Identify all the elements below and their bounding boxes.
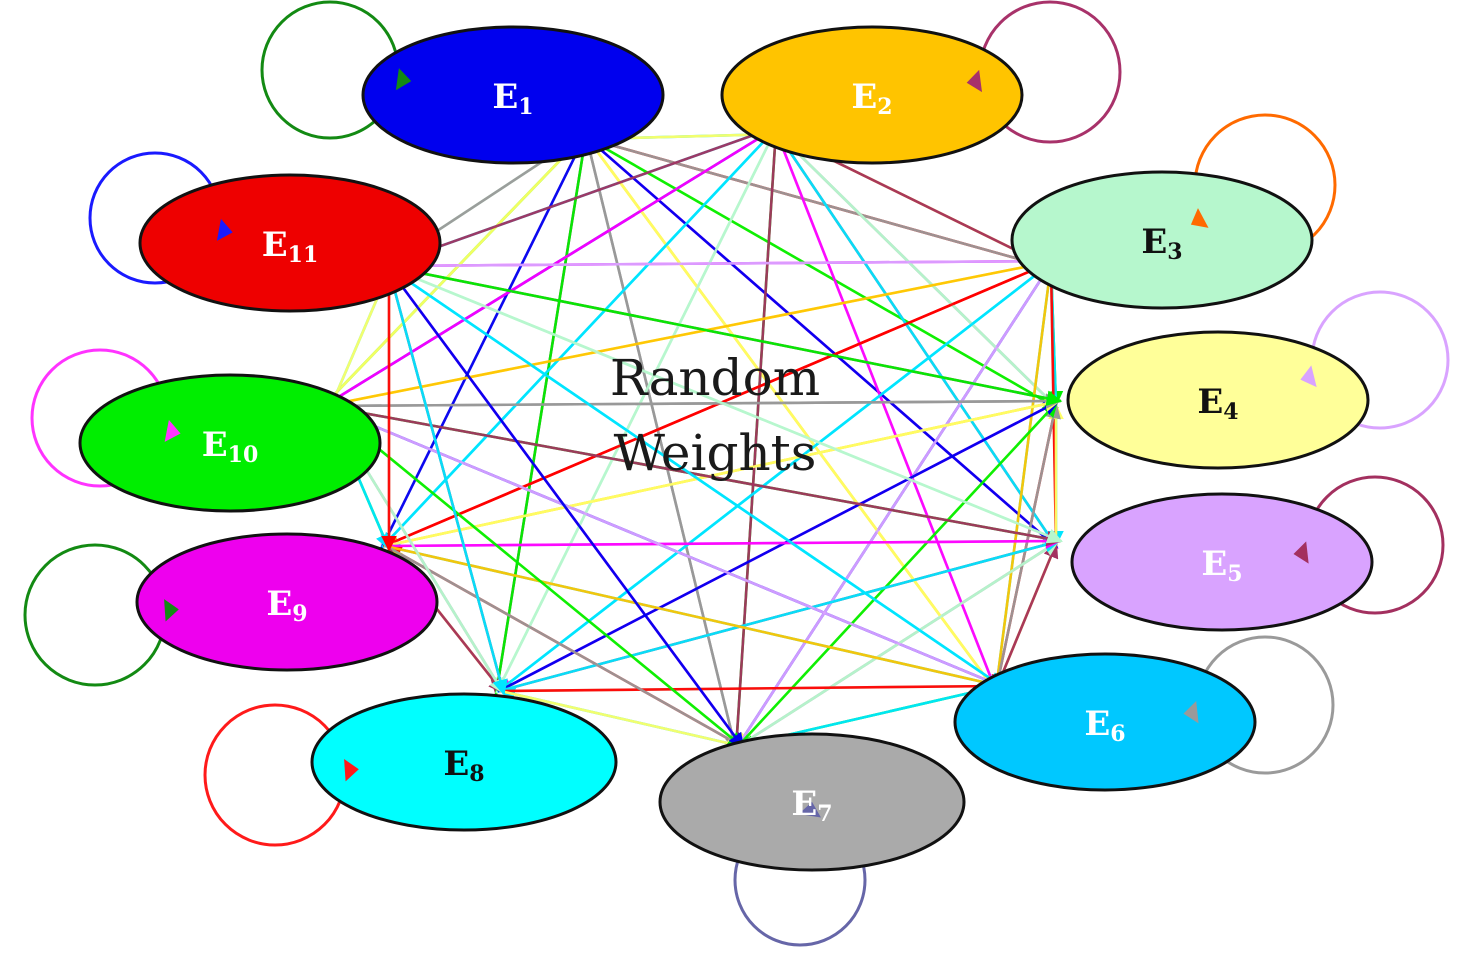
center-label-line2: Weights: [614, 424, 817, 482]
edge-e11-to-e4: [385, 264, 1063, 406]
edge-e10-to-e3: [323, 256, 1056, 408]
node-ellipse-e3: [1010, 170, 1314, 310]
edge-e9-to-e6: [385, 544, 1003, 691]
edge-e7-to-e1: [581, 134, 738, 752]
self-loop-arrowhead-e8: [344, 759, 359, 782]
node-label-e7: E7: [791, 784, 832, 827]
node-ellipse-e1: [361, 25, 665, 165]
self-loop-arrowhead-e9: [164, 599, 179, 622]
node-e10: E10: [78, 373, 382, 513]
edge-e4-to-e1: [586, 137, 1059, 410]
edge-e6-to-e2: [774, 130, 998, 692]
self-loop-arrowhead-e2: [966, 69, 983, 93]
self-loop-arrowhead-e4: [1300, 365, 1317, 388]
node-label-e8: E8: [443, 744, 484, 787]
node-ellipse-e9: [135, 532, 439, 672]
edge-e3-to-e1: [587, 135, 1055, 271]
node-label-e3: E3: [1141, 222, 1182, 265]
edge-e5-to-e2: [775, 130, 1058, 548]
self-loop-arrowhead-e1: [395, 68, 412, 91]
edge-e10-to-e5: [325, 404, 1063, 547]
edge-e7-to-e3: [735, 261, 1053, 749]
node-e6: E6: [953, 652, 1257, 792]
edge-layer: [321, 123, 1064, 753]
self-loop-arrowhead-e11: [216, 218, 233, 241]
self-loop-arrowhead-e5: [1293, 541, 1309, 564]
edge-e8-to-e5: [498, 537, 1061, 693]
center-label-line1: Random: [610, 349, 820, 407]
edge-e11-to-e8: [387, 268, 508, 696]
edge-e9-to-e4: [383, 396, 1061, 548]
edge-e8-to-e3: [496, 260, 1054, 693]
edge-e11-to-e3: [384, 253, 1057, 269]
edge-e8-to-e4: [497, 400, 1060, 693]
edge-e9-to-e5: [384, 533, 1062, 549]
node-ellipse-e4: [1066, 330, 1370, 470]
node-e8: E8: [310, 692, 618, 832]
node-ellipse-e8: [310, 692, 618, 832]
edge-e11-to-e7: [387, 266, 745, 749]
edge-e8-to-e2: [495, 126, 778, 694]
edge-e9-to-e7: [386, 545, 744, 748]
node-label-e5: E5: [1201, 544, 1242, 587]
node-e5: E5: [1070, 492, 1374, 632]
self-loop-arrowhead-e7: [798, 801, 821, 818]
node-label-e9: E9: [266, 584, 307, 627]
node-e11: E11: [138, 173, 442, 313]
edge-e8-to-e7: [500, 689, 743, 751]
edge-e6-to-e1: [585, 136, 998, 694]
node-ellipse-e6: [953, 652, 1257, 792]
edge-e10-to-e7: [326, 405, 744, 748]
edge-e9-to-e2: [381, 126, 779, 549]
node-e7: E7: [658, 732, 966, 872]
node-label-e6: E6: [1084, 704, 1125, 747]
node-label-e4: E4: [1197, 382, 1238, 425]
node-e1: E1: [361, 25, 665, 165]
edge-e7-to-e4: [736, 401, 1059, 749]
edge-e6-to-e4: [994, 402, 1061, 690]
node-ellipse-e5: [1070, 492, 1374, 632]
edge-e8-to-e1: [494, 132, 592, 695]
node-label-e1: E1: [492, 77, 533, 120]
edge-e5-to-e1: [586, 136, 1059, 549]
edge-e11-to-e5: [386, 265, 1063, 544]
edge-e6-to-e5: [995, 542, 1059, 689]
node-e9: E9: [135, 532, 439, 672]
node-label-e10: E10: [202, 425, 259, 468]
edge-e11-to-e2: [383, 123, 781, 268]
edge-e7-to-e2: [734, 128, 783, 750]
edge-e6-to-e3: [994, 262, 1057, 690]
node-e4: E4: [1066, 330, 1370, 470]
node-e3: E3: [1010, 170, 1314, 310]
node-e2: E2: [720, 25, 1024, 165]
edge-e9-to-e1: [380, 131, 588, 549]
self-loop-arrowhead-e3: [1190, 208, 1209, 228]
edge-e10-to-e1: [321, 131, 589, 409]
edge-e4-to-e2: [776, 131, 1059, 409]
node-label-e11: E11: [262, 225, 319, 268]
node-ellipse-e11: [138, 173, 442, 313]
edge-e10-to-e4: [324, 393, 1062, 409]
self-loop-arrowhead-e6: [1183, 701, 1199, 724]
self-loop-arrowhead-e10: [164, 419, 181, 442]
edge-e10-to-e2: [322, 125, 780, 408]
edge-e8-to-e6: [499, 678, 1002, 694]
edge-e11-to-e6: [386, 265, 1004, 688]
node-label-e2: E2: [851, 77, 892, 120]
node-ellipse-e10: [78, 373, 382, 513]
node-ellipse-e2: [720, 25, 1024, 165]
